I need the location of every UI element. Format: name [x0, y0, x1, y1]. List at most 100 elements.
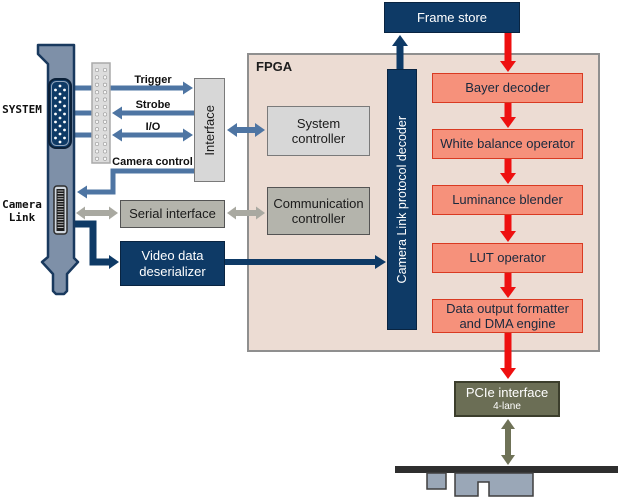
io-label: I/O [145, 121, 161, 133]
edge-connector-2 [454, 472, 534, 497]
io-hole [102, 112, 108, 117]
io-hole [94, 141, 100, 147]
bracket-serial-arrow-head1 [109, 206, 118, 220]
io-hole [94, 104, 100, 110]
pcie-motherboard-arrow-head1 [501, 455, 515, 465]
system-controller-label: System controller [291, 115, 346, 146]
interface-system-arrow-head2 [227, 123, 237, 137]
system-side-label: SYSTEM [2, 103, 42, 116]
frame-store-box: Frame store [384, 2, 520, 33]
pin-dot [58, 140, 62, 144]
protocol-decoder-label: Camera Link protocol decoder [394, 115, 409, 284]
io-hole [94, 90, 100, 95]
interface-box: Interface [194, 78, 225, 182]
pcie-motherboard-arrow-head2 [501, 419, 515, 429]
decoder-framestore-arrow-head1 [392, 35, 408, 46]
system-controller-box: System controller [267, 106, 370, 156]
io-hole [94, 119, 100, 124]
bayer-decoder-label: Bayer decoder [465, 80, 550, 96]
pin-dot [58, 92, 62, 96]
pin-dot [58, 132, 62, 136]
io-hole [94, 67, 100, 73]
pin-dot [54, 136, 57, 140]
serial-interface-box: Serial interface [120, 200, 225, 228]
motherboard-bar [395, 466, 618, 473]
pin-dot [63, 112, 66, 116]
io-connector-block [91, 62, 111, 164]
io-hole [94, 75, 100, 80]
pin-dot [54, 128, 57, 132]
pin-dot [58, 100, 62, 104]
cameralink-connector-core [56, 189, 65, 231]
pcie-interface-box: PCIe interface 4-lane [454, 381, 560, 417]
video-deserializer-label: Video data deserializer [139, 248, 206, 279]
white-balance-box: White balance operator [432, 129, 583, 159]
lut-operator-label: LUT operator [469, 250, 546, 266]
pin-dot [58, 84, 62, 88]
io-hole [102, 134, 108, 139]
io-hole [102, 82, 108, 87]
io-hole [94, 112, 100, 117]
pin-dot [63, 96, 66, 100]
communication-controller-label: Communication controller [273, 195, 364, 226]
fpga-label: FPGA [256, 59, 293, 74]
cameralink-elbow-arrow [74, 220, 110, 266]
io-hole [94, 149, 100, 154]
strobe-label: Strobe [135, 99, 171, 111]
protocol-decoder-box: Camera Link protocol decoder [387, 69, 417, 330]
dma-engine-label: Data output formatter and DMA engine [446, 300, 569, 331]
cameralink-elbow-arrow-head1 [109, 255, 119, 269]
io-hole [102, 97, 108, 102]
pin-dot [58, 124, 62, 128]
pin-dot [54, 112, 57, 116]
system-connector-rim [51, 81, 69, 146]
camera-control-arrow-head1 [77, 185, 87, 199]
io-hole [94, 82, 100, 87]
pin-dot [63, 88, 66, 92]
camera-control-label: Camera control [112, 156, 193, 168]
io-hole [102, 67, 108, 73]
luminance-blender-box: Luminance blender [432, 185, 583, 215]
bayer-decoder-box: Bayer decoder [432, 73, 583, 103]
frame-store-label: Frame store [416, 9, 488, 25]
white-balance-label: White balance operator [440, 136, 575, 152]
pcie-lane-label: 4-lane [493, 400, 521, 412]
bracket-serial-arrow-head2 [76, 206, 85, 220]
pin-dot [58, 116, 62, 120]
pci-bracket [36, 43, 80, 296]
io-hole [94, 156, 100, 161]
io-hole [102, 127, 108, 132]
interface-label: Interface [201, 104, 217, 156]
pcie-interface-label: PCIe interface [465, 385, 549, 401]
io-hole [102, 90, 108, 95]
io-hole [102, 141, 108, 147]
pin-dot [58, 108, 62, 112]
pin-dot [54, 88, 57, 92]
pin-dot [63, 120, 66, 124]
pin-dot [54, 104, 57, 108]
cameralink-connector [53, 185, 68, 235]
io-hole [102, 149, 108, 154]
pin-dot [63, 136, 66, 140]
pin-dot [54, 120, 57, 124]
pin-dot [63, 128, 66, 132]
dma-engine-box: Data output formatter and DMA engine [432, 299, 583, 333]
io-hole [94, 97, 100, 102]
edge-connector-1 [426, 472, 447, 490]
io-hole [94, 134, 100, 139]
camera-control-arrow [86, 168, 194, 195]
luminance-blender-label: Luminance blender [452, 192, 563, 208]
pin-dot [54, 96, 57, 100]
system-connector [48, 78, 72, 149]
io-hole [102, 104, 108, 110]
video-deserializer-box: Video data deserializer [120, 241, 225, 286]
camera-link-side-label: Camera Link [2, 198, 42, 224]
serial-comm-arrow-head2 [227, 206, 236, 220]
lut-operator-box: LUT operator [432, 243, 583, 273]
dma-pcie-arrow-head1 [500, 368, 516, 379]
io-hole [94, 127, 100, 132]
io-hole [102, 119, 108, 124]
pin-dot [63, 104, 66, 108]
trigger-label: Trigger [134, 74, 172, 86]
communication-controller-box: Communication controller [267, 187, 370, 235]
